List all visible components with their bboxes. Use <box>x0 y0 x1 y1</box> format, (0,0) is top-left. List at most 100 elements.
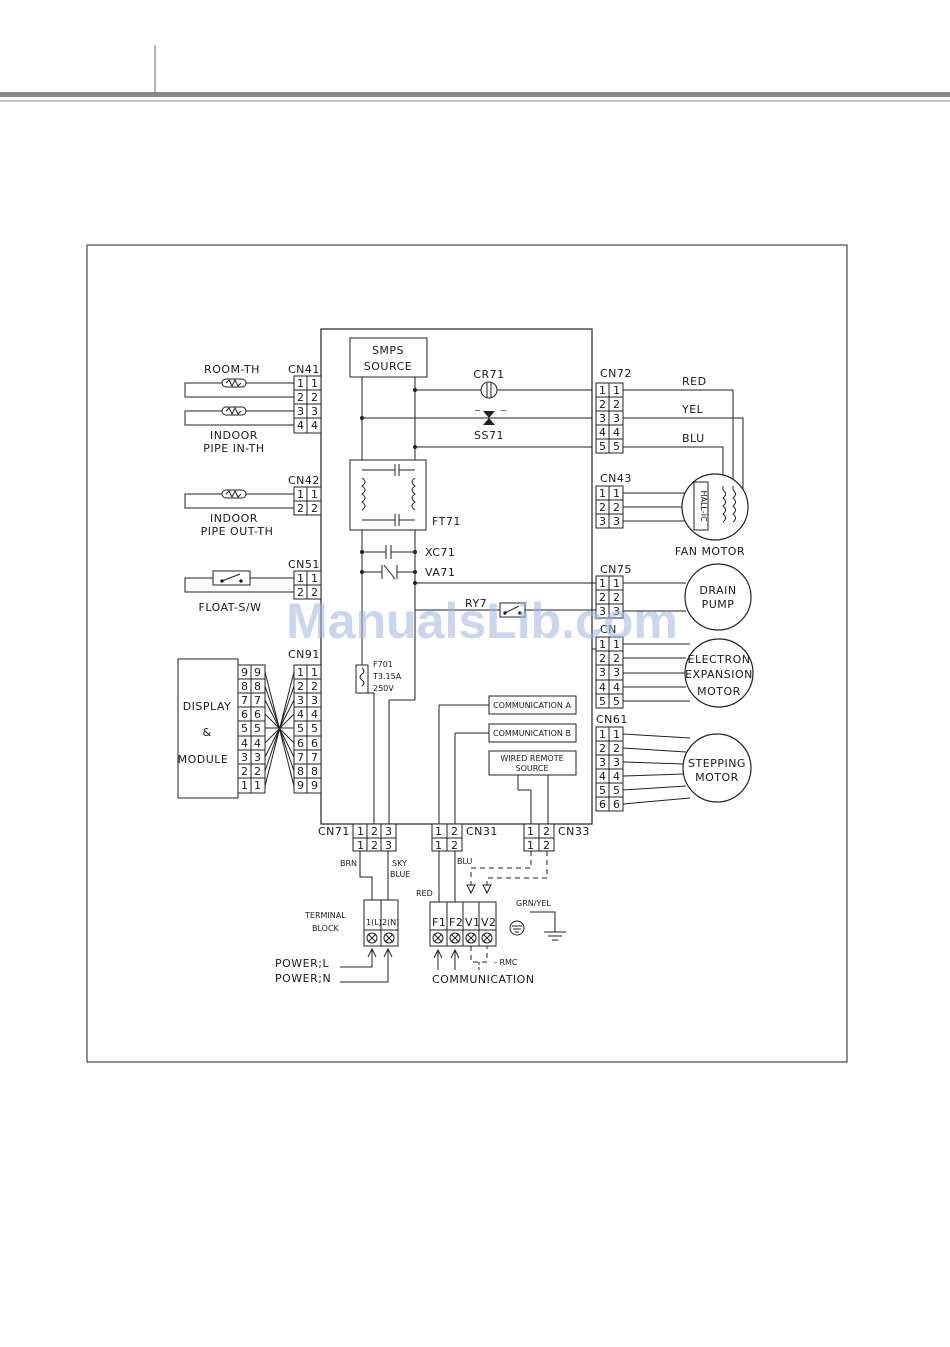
svg-text:F2: F2 <box>449 916 463 929</box>
svg-text:CN72: CN72 <box>600 367 632 380</box>
display-wires <box>264 671 295 787</box>
svg-text:9: 9 <box>297 779 304 792</box>
svg-text:FAN MOTOR: FAN MOTOR <box>675 545 745 558</box>
ry7-relay <box>499 602 526 618</box>
svg-text:1: 1 <box>311 377 318 390</box>
svg-text:3: 3 <box>297 694 304 707</box>
svg-text:FT71: FT71 <box>432 515 461 528</box>
svg-text:3: 3 <box>599 605 606 618</box>
communication-a-box: COMMUNICATION A <box>488 695 577 715</box>
svg-text:2: 2 <box>297 586 304 599</box>
svg-text:1: 1 <box>613 728 620 741</box>
room-thermistor <box>184 378 294 398</box>
svg-text:4: 4 <box>599 770 606 783</box>
svg-text:1: 1 <box>435 825 442 838</box>
svg-text:2: 2 <box>599 742 606 755</box>
svg-text:1: 1 <box>297 488 304 501</box>
svg-text:2: 2 <box>451 839 458 852</box>
svg-text:CN33: CN33 <box>558 825 590 838</box>
svg-text:BLUE: BLUE <box>390 870 410 879</box>
svg-text:PIPE OUT-TH: PIPE OUT-TH <box>201 525 274 538</box>
svg-text:BLU: BLU <box>457 857 473 866</box>
svg-text:3: 3 <box>613 412 620 425</box>
stepping-motor: STEPPING MOTOR <box>682 733 752 803</box>
svg-text:1: 1 <box>357 839 364 852</box>
svg-text:2: 2 <box>371 825 378 838</box>
svg-text:6: 6 <box>613 798 620 811</box>
svg-text:1: 1 <box>254 779 261 792</box>
svg-text:7: 7 <box>254 694 261 707</box>
svg-text:2: 2 <box>311 680 318 693</box>
svg-text:5: 5 <box>613 695 620 708</box>
svg-text:6: 6 <box>297 737 304 750</box>
svg-text:2: 2 <box>613 501 620 514</box>
svg-text:2: 2 <box>543 839 550 852</box>
svg-text:CN91: CN91 <box>288 648 320 661</box>
svg-text:5: 5 <box>297 722 304 735</box>
svg-text:1(L): 1(L) <box>366 918 382 927</box>
svg-text:T3.15A: T3.15A <box>372 672 402 681</box>
svg-text:TERMINAL: TERMINAL <box>304 911 346 920</box>
svg-text:1: 1 <box>599 487 606 500</box>
svg-text:MODULE: MODULE <box>178 753 229 766</box>
svg-text:8: 8 <box>241 680 248 693</box>
indoor-pipe-out-thermistor <box>184 489 294 509</box>
svg-text:CR71: CR71 <box>473 368 504 381</box>
svg-text:2: 2 <box>451 825 458 838</box>
svg-text:2: 2 <box>599 652 606 665</box>
svg-text:2: 2 <box>613 742 620 755</box>
svg-text:F1: F1 <box>432 916 446 929</box>
svg-text:PUMP: PUMP <box>702 598 735 611</box>
svg-text:SMPS: SMPS <box>372 344 404 357</box>
svg-text:5: 5 <box>613 784 620 797</box>
svg-text:5: 5 <box>241 722 248 735</box>
svg-text:MOTOR: MOTOR <box>697 685 741 698</box>
svg-text:4: 4 <box>297 419 304 432</box>
svg-text:4: 4 <box>613 426 620 439</box>
svg-text:1: 1 <box>599 728 606 741</box>
svg-text:COMMUNICATION: COMMUNICATION <box>432 973 535 986</box>
svg-text:1: 1 <box>297 572 304 585</box>
svg-text:3: 3 <box>599 666 606 679</box>
svg-text:CN31: CN31 <box>466 825 498 838</box>
svg-text:1: 1 <box>599 384 606 397</box>
svg-text:3: 3 <box>311 694 318 707</box>
svg-text:2: 2 <box>599 398 606 411</box>
svg-text:INDOOR: INDOOR <box>210 429 258 442</box>
xc71-capacitor <box>362 545 415 559</box>
power-terminal-block: TERMINAL BLOCK 1(L) 2(N) <box>304 899 399 947</box>
svg-text:MOTOR: MOTOR <box>695 771 739 784</box>
svg-text:RY7: RY7 <box>465 597 487 610</box>
svg-text:5: 5 <box>254 722 261 735</box>
svg-text:V1: V1 <box>465 916 481 929</box>
svg-text:SS71: SS71 <box>474 429 504 442</box>
svg-text:3: 3 <box>311 405 318 418</box>
page-header <box>0 45 950 102</box>
svg-text:1: 1 <box>357 825 364 838</box>
svg-text:2: 2 <box>613 652 620 665</box>
svg-text:RED: RED <box>682 375 707 388</box>
svg-text:1: 1 <box>311 488 318 501</box>
svg-text:INDOOR: INDOOR <box>210 512 258 525</box>
svg-text:8: 8 <box>311 765 318 778</box>
svg-text:GRN/YEL: GRN/YEL <box>516 899 551 908</box>
fan-motor: HALL-IC <box>681 473 749 541</box>
ft71-filter <box>349 459 427 531</box>
cr71-component: CR71 <box>473 368 504 399</box>
svg-text:FLOAT-S/W: FLOAT-S/W <box>199 601 262 614</box>
svg-text:~: ~ <box>474 406 481 415</box>
svg-text:CN: CN <box>600 623 617 636</box>
svg-text:DRAIN: DRAIN <box>699 584 736 597</box>
svg-text:BLOCK: BLOCK <box>312 924 340 933</box>
communication-input-arrows <box>433 948 480 970</box>
svg-text:1: 1 <box>599 577 606 590</box>
svg-text:1: 1 <box>613 487 620 500</box>
